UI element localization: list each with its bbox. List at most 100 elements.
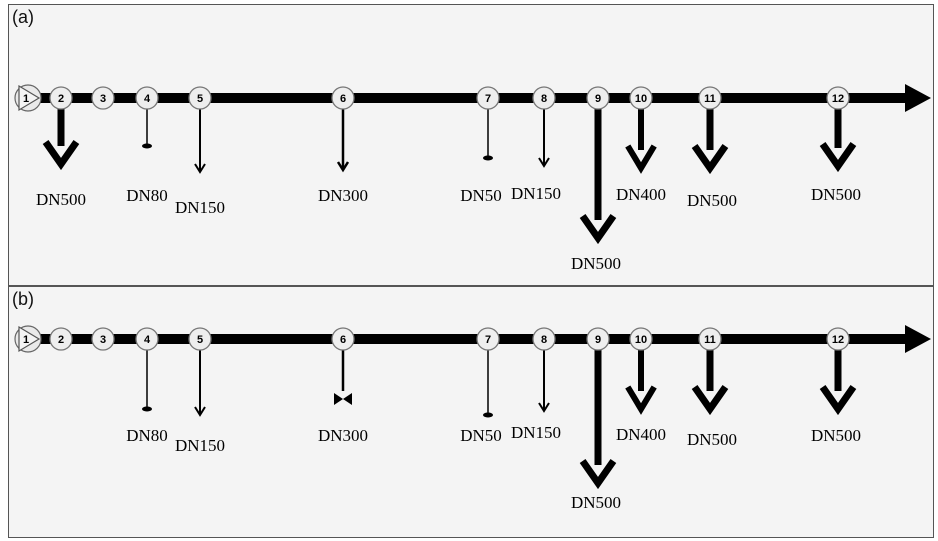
branch-9: DN500 [571,106,621,273]
svg-text:3: 3 [100,334,106,346]
svg-text:7: 7 [485,93,491,105]
diameter-label: DN500 [36,190,86,209]
arrowhead [538,157,550,168]
branch-6: DN300 [318,106,368,205]
diameter-label: DN500 [811,185,861,204]
node-4: 4 [135,86,159,110]
node-3: 3 [91,327,115,351]
svg-text:11: 11 [704,334,716,346]
diameter-label: DN80 [126,426,168,445]
svg-text:4: 4 [144,334,151,346]
diameter-label: DN300 [318,426,368,445]
diameter-label: DN150 [175,198,225,217]
node-5: 5 [188,86,212,110]
pump-icon [18,84,41,112]
svg-text:12: 12 [832,334,844,346]
node-8: 8 [532,86,556,110]
panel-label: (b) [12,289,34,309]
svg-text:5: 5 [197,93,203,105]
node-7: 7 [476,327,500,351]
node-6: 6 [331,327,355,351]
arrowhead [625,385,657,415]
svg-text:4: 4 [144,93,151,105]
node-2: 2 [49,327,73,351]
svg-text:9: 9 [595,334,601,346]
branch-5: DN150 [175,106,225,217]
flow-direction-arrow [905,84,931,112]
node-8: 8 [532,327,556,351]
branch-10: DN400 [616,106,666,204]
arrowhead [336,161,350,173]
branch-8: DN150 [511,106,561,203]
arrowhead [691,384,729,416]
arrowhead [579,458,617,490]
branch-4: DN80 [126,106,168,205]
diameter-label: DN150 [511,184,561,203]
node-1: 1 [14,84,42,112]
diameter-label: DN300 [318,186,368,205]
svg-text:10: 10 [635,93,647,105]
node-1: 1 [14,325,42,353]
diameter-label: DN400 [616,185,666,204]
branch-8: DN150 [511,347,561,442]
svg-text:11: 11 [704,93,716,105]
svg-text:7: 7 [485,334,491,346]
svg-text:1: 1 [23,93,29,105]
diameter-label: DN50 [460,426,502,445]
svg-text:9: 9 [595,93,601,105]
main-pipe [17,93,915,103]
arrowhead [625,144,657,174]
node-10: 10 [629,86,653,110]
branch-9: DN500 [571,347,621,512]
diameter-label: DN500 [687,430,737,449]
node-12: 12 [826,86,850,110]
diameter-label: DN150 [511,423,561,442]
svg-text:3: 3 [100,93,106,105]
node-3: 3 [91,86,115,110]
svg-text:1: 1 [23,334,29,346]
node-6: 6 [331,86,355,110]
end-cap [483,155,493,161]
panel-label: (a) [12,7,34,27]
diameter-label: DN500 [687,191,737,210]
node-4: 4 [135,327,159,351]
svg-text:2: 2 [58,93,64,105]
svg-text:6: 6 [340,334,346,346]
svg-text:8: 8 [541,334,547,346]
flow-direction-arrow [905,325,931,353]
branch-11: DN500 [687,106,737,210]
diameter-label: DN500 [571,254,621,273]
end-cap [142,406,152,412]
branch-5: DN150 [175,347,225,455]
diameter-label: DN80 [126,186,168,205]
valve-icon [334,393,343,405]
branch-11: DN500 [687,347,737,449]
arrowhead [42,139,80,171]
node-5: 5 [188,327,212,351]
svg-text:10: 10 [635,334,647,346]
branch-6: DN300 [318,347,368,445]
node-9: 9 [586,86,610,110]
branch-12: DN500 [811,347,861,445]
arrowhead [691,143,729,175]
node-2: 2 [49,86,73,110]
diameter-label: DN150 [175,436,225,455]
end-cap [483,412,493,418]
svg-text:12: 12 [832,93,844,105]
svg-text:5: 5 [197,334,203,346]
arrowhead [819,141,857,173]
main-pipe [17,334,915,344]
branch-4: DN80 [126,347,168,445]
node-11: 11 [698,327,722,351]
svg-text:8: 8 [541,93,547,105]
end-cap [142,143,152,149]
diameter-label: DN50 [460,186,502,205]
arrowhead [194,406,206,417]
diameter-label: DN400 [616,425,666,444]
branch-2: DN500 [36,106,86,209]
arrowhead [819,384,857,416]
node-7: 7 [476,86,500,110]
